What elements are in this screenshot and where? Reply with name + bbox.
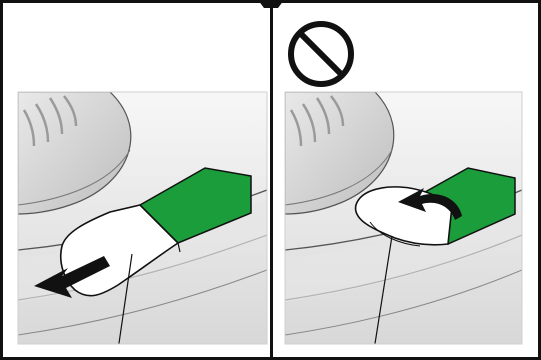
panel-correct (18, 92, 267, 350)
prohibited-icon (291, 24, 351, 84)
divider-top-mark (258, 0, 284, 8)
panel-incorrect (285, 24, 522, 350)
